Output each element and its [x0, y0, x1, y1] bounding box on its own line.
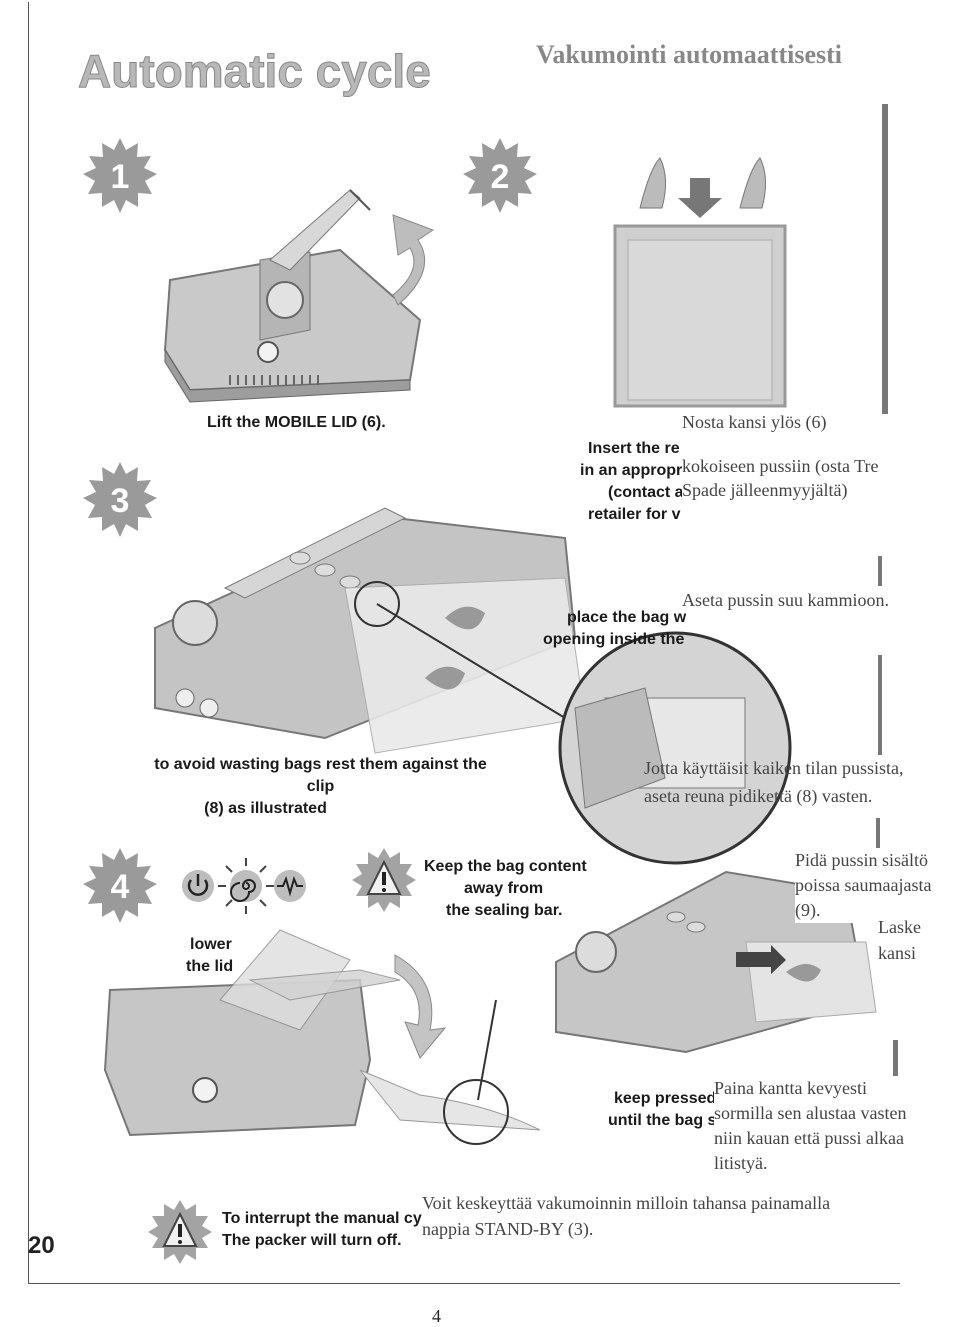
sealing-icon: [274, 870, 306, 902]
title-english: Automatic cycle: [78, 45, 432, 98]
lower-caption: lower the lid: [186, 934, 233, 978]
step2-caption-line: retailer for v: [588, 506, 681, 523]
press-caption-line: keep pressed: [614, 1090, 717, 1107]
finnish-keep-line: (9).: [795, 900, 821, 920]
finnish-lift: Nosta kansi ylös (6): [682, 412, 827, 433]
clip-caption: to avoid wasting bags rest them against …: [148, 754, 493, 820]
step-number: 1: [111, 158, 130, 196]
warning-caption: Keep the bag content away from the seali…: [424, 856, 587, 922]
step3-caption-line: opening inside the: [543, 631, 685, 648]
finnish-lower-line: Laske: [878, 917, 921, 937]
interrupt-warning-icon: [148, 1200, 212, 1264]
finnish-interrupt: Voit keskeyttää vakumoinnin milloin taha…: [422, 1190, 830, 1242]
margin-bar: [882, 104, 888, 414]
step2-caption: Insert the re in an appropr (contact a r…: [580, 438, 684, 526]
step3-caption-line: place the bag w: [567, 609, 687, 626]
finnish-interrupt-line: nappia STAND-BY (3).: [422, 1216, 594, 1242]
finnish-press-line: sormilla sen alustaa vasten: [714, 1103, 907, 1123]
bag-illustration: [613, 157, 787, 408]
margin-bar: [878, 556, 882, 586]
finnish-keep: Pidä pussin sisältö poissa saumaajasta (…: [795, 848, 932, 923]
step-badge-4: 4: [83, 848, 157, 923]
finnish-clip-line: aseta reuna pidikettä (8) vasten.: [644, 786, 873, 806]
step-badge-2: 2: [463, 138, 537, 213]
interrupt-caption-line: The packer will turn off.: [222, 1232, 402, 1249]
machine-lowering-lid-illustration: [103, 929, 541, 1145]
step-number: 2: [491, 158, 510, 196]
clip-caption-line: to avoid wasting bags rest them against …: [154, 756, 487, 795]
step-badge-3: 3: [83, 462, 157, 537]
warning-icon: [352, 848, 416, 912]
press-caption: keep pressed until the bag s: [608, 1088, 716, 1132]
step-number: 4: [111, 868, 130, 906]
step2-caption-line: (contact a: [608, 484, 684, 501]
page-number: 4: [432, 1306, 441, 1326]
lower-caption-line: lower: [190, 936, 232, 953]
machine-closed-illustration: [555, 870, 877, 1054]
title-finnish: Vakumointi automaattisesti: [536, 40, 843, 70]
finnish-place: Aseta pussin suu kammioon.: [682, 590, 889, 611]
step2-caption-line: in an appropr: [580, 462, 683, 479]
finnish-lower: Laske kansi: [878, 914, 921, 966]
warning-caption-line: away from: [464, 880, 544, 897]
step-badge-1: 1: [83, 138, 157, 213]
vacuum-spiral-icon: [218, 858, 274, 914]
interrupt-caption-line: To interrupt the manual cy: [222, 1210, 422, 1227]
margin-bar: [878, 655, 882, 755]
warning-caption-line: the sealing bar.: [446, 902, 563, 919]
interrupt-caption: To interrupt the manual cy The packer wi…: [222, 1208, 422, 1252]
finnish-press-line: Paina kantta kevyesti: [714, 1078, 867, 1098]
page-number-english: 20: [28, 1232, 55, 1259]
finnish-keep-line: poissa saumaajasta: [795, 875, 932, 895]
finnish-keep-line: Pidä pussin sisältö: [795, 850, 929, 870]
step2-caption-line: Insert the re: [588, 440, 680, 457]
step3-caption: place the bag w opening inside the: [543, 607, 686, 651]
clip-caption-line: (8) as illustrated: [204, 800, 327, 817]
finnish-press: Paina kantta kevyesti sormilla sen alust…: [714, 1076, 907, 1176]
finnish-press-line: litistyä.: [714, 1153, 768, 1173]
step1-caption: Lift the MOBILE LID (6).: [207, 414, 386, 431]
warning-caption-line: Keep the bag content: [424, 858, 587, 875]
lift-arrow-icon: [392, 214, 435, 306]
finnish-clip: Jotta käyttäisit kaiken tilan pussista, …: [644, 754, 903, 810]
lower-caption-line: the lid: [186, 958, 234, 975]
standby-icon: [182, 870, 214, 902]
machine-lid-open-illustration: [163, 189, 422, 403]
finnish-insert-line: Spade jälleenmyyjältä): [682, 480, 848, 500]
finnish-press-line: niin kauan että pussi alkaa: [714, 1128, 904, 1148]
page-frame: [28, 2, 900, 1284]
step-number: 3: [111, 482, 130, 520]
press-caption-line: until the bag s: [608, 1112, 717, 1129]
finnish-lower-line: kansi: [878, 943, 916, 963]
margin-bar: [876, 818, 880, 848]
machine-bag-inserted-illustration: [154, 507, 792, 865]
finnish-insert: kokoiseen pussiin (osta Tre Spade jällee…: [682, 454, 879, 502]
finnish-clip-line: Jotta käyttäisit kaiken tilan pussista,: [644, 758, 904, 778]
finnish-insert-line: kokoiseen pussiin (osta Tre: [682, 456, 879, 476]
finnish-interrupt-line: Voit keskeyttää vakumoinnin milloin taha…: [422, 1193, 831, 1213]
lower-arrow-icon: [394, 954, 447, 1059]
